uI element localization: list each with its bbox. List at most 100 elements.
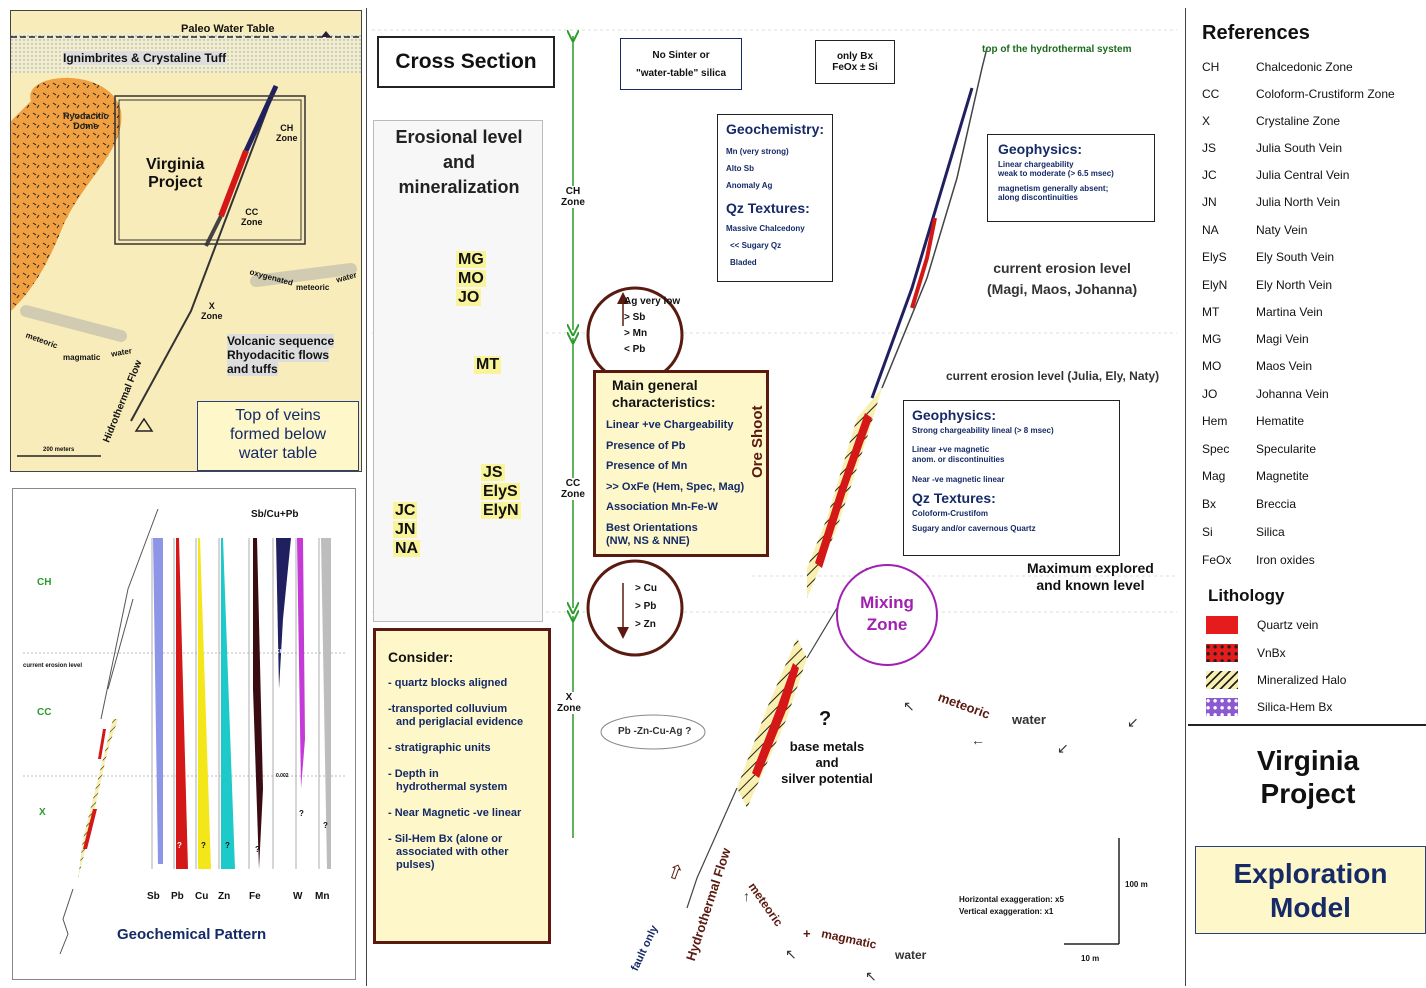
el-mn: Mn [315,891,330,902]
reference-code: Bx [1202,497,1217,511]
consider-item: - quartz blocks aligned [388,677,508,689]
consider-box: Consider: - quartz blocks aligned -trans… [373,628,551,944]
main-item: Presence of Mn [606,460,688,472]
mark-ch-w: CH [276,649,284,655]
zone-ch-label: CH [37,577,52,588]
reference-name: Crystaline Zone [1256,114,1341,128]
reference-name: Ely South Vein [1256,250,1335,264]
geochem-item: Mn (very strong) [726,147,789,156]
no-sinter-box: No Sinter or"water-table" silica [620,38,742,90]
el-w: W [293,891,303,902]
mineralized-halo-swatch [1206,671,1238,689]
down-circle-text: > Cu> Pb> Zn [635,583,657,630]
el-zn: Zn [218,891,231,902]
reference-name: Breccia [1256,497,1297,511]
reference-name: Johanna Vein [1256,387,1329,401]
reference-code: Hem [1202,414,1228,428]
el-cu: Cu [195,891,209,902]
reference-code: CC [1202,87,1220,101]
reference-code: FeOx [1202,553,1232,567]
question-mark: ? [819,708,832,730]
reference-code: JN [1202,195,1217,209]
reference-name: Ely North Vein [1256,278,1333,292]
mark-q-w: ? [299,809,304,818]
qz-item: << Sugary Qz [730,241,782,250]
el-pb: Pb [171,891,184,902]
arrow-icon: ↖ [903,698,915,714]
reference-code: MT [1202,305,1220,319]
mark-q-mn: ? [323,821,328,830]
reference-name: Chalcedonic Zone [1256,60,1353,74]
reference-name: Julia South Vein [1256,141,1343,155]
ore-shoot-label: Ore Shoot [749,405,766,478]
reference-name: Magi Vein [1256,332,1309,346]
quartz-vein-label: Quartz vein [1257,618,1319,632]
geophysics-line: Linear +ve magnetic [912,445,990,454]
geophysics-line: anom. or discontinuities [912,455,1005,464]
qz-textures-mid-title: Qz Textures: [912,490,996,506]
geochem-drawing [23,508,347,955]
reference-code: JO [1202,387,1218,401]
quartz-vein-swatch [1206,616,1238,634]
consider-item: -transported colluvium [388,703,508,715]
reference-code: CH [1202,60,1220,74]
geochem-title: Geochemical Pattern [117,926,267,943]
geochemical-pattern-panel: Sb/Cu+Pb CH CC X current erosion level ?… [12,488,356,980]
geophysics-line: along discontinuities [998,193,1079,202]
geophysics-top-title: Geophysics: [998,141,1083,157]
reference-code: Mag [1202,469,1226,483]
main-item: Association Mn-Fe-W [606,501,718,513]
geophysics-line: Strong chargeability lineal (> 8 msec) [912,426,1054,435]
consider-title: Consider: [388,649,454,665]
geophysics-line: magnetism generally absent; [998,184,1109,193]
reference-code: ElyN [1202,278,1228,292]
main-item: Best Orientations [606,521,698,534]
reference-name: Martina Vein [1256,305,1323,319]
current-erosion-1: current erosion level(Magi, Maos, Johann… [987,260,1138,297]
reference-code: ElyS [1202,250,1227,264]
reference-code: Spec [1202,442,1230,456]
map-scale-label: 200 meters [43,447,75,453]
reference-name: Magnetite [1256,469,1309,483]
mineralized-halo-label: Mineralized Halo [1257,673,1347,687]
reference-name: Julia Central Vein [1256,168,1350,182]
cross-section-panel: Cross Section No Sinter or"water-table" … [366,8,1186,986]
reference-code: Si [1202,525,1213,539]
zone-cc-label: CC [37,707,52,718]
zone-x-label: X [39,807,46,818]
water-label-right: water [1012,712,1046,727]
reference-name: Iron oxides [1256,553,1315,567]
sbcupb-label: Sb/Cu+Pb [251,509,299,520]
qz-item: Bladed [730,258,757,267]
paleo-water-table-label: Paleo Water Table [181,23,275,35]
scale-horizontal-label: 10 m [1081,954,1100,963]
mark-q-zn: ? [225,841,230,850]
meteoric-label: meteoric [296,283,330,292]
arrow-icon: ↖ [865,968,877,984]
consider-item: and periglacial evidence [396,716,524,728]
ignimbrites-label: Ignimbrites & Crystaline Tuff [63,51,227,65]
geochemistry-box: Geochemistry: Mn (very strong) Alto Sb A… [717,114,833,282]
vnbx-label: VnBx [1257,646,1286,660]
consider-item: hydrothermal system [396,781,508,793]
reference-code: JS [1202,141,1217,155]
reference-name: Coloform-Crustiform Zone [1256,87,1395,101]
plus-label: + [803,926,811,941]
geophysics-line: Linear chargeability [998,160,1074,169]
cross-section-title-box: Cross Section [377,36,555,88]
current-erosion-small-label: current erosion level [23,663,83,669]
geochem-item: Alto Sb [726,164,754,173]
main-item: >> OxFe (Hem, Spec, Mag) [606,480,745,493]
